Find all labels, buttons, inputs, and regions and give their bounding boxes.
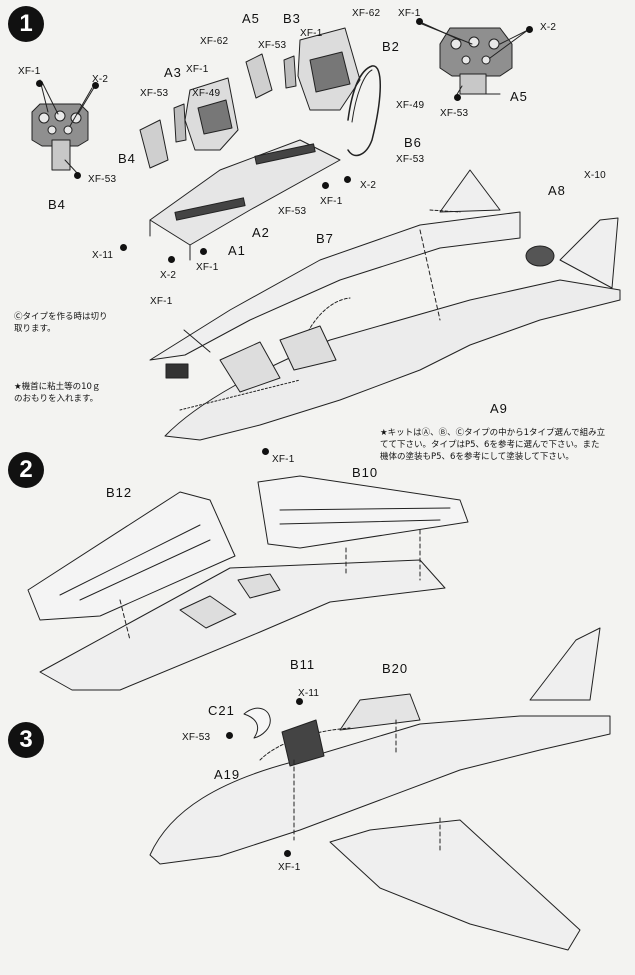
label-a5-panel: A5 [510, 89, 528, 104]
instrument-panel-b4 [31, 79, 96, 175]
label-xf53-d: XF-53 [396, 154, 425, 165]
label-xf49-a: XF-49 [192, 88, 221, 99]
paint-marker [262, 448, 269, 455]
paint-marker [120, 244, 127, 251]
label-xf53-panel: XF-53 [440, 108, 469, 119]
step-number-2: 2 [8, 452, 44, 488]
label-xf1-panel: XF-1 [398, 8, 421, 19]
label-b12: B12 [106, 485, 133, 500]
note-kit-line3: 機体の塗装もP5、6を参考にして塗装して下さい。 [380, 452, 574, 462]
label-x11: X-11 [92, 250, 114, 261]
label-xf62-top: XF-62 [352, 8, 381, 19]
label-a1: A1 [228, 243, 246, 258]
label-b2: B2 [382, 39, 400, 54]
paint-marker [296, 698, 303, 705]
label-xf1-a: XF-1 [18, 66, 41, 77]
label-xf53-step3: XF-53 [182, 732, 211, 743]
paint-marker [454, 94, 461, 101]
label-xf49-b: XF-49 [396, 100, 425, 111]
label-b11: B11 [290, 657, 316, 672]
paint-marker [92, 82, 99, 89]
wing-upper-b12 [27, 491, 236, 621]
label-xf1-d: XF-1 [320, 196, 343, 207]
paint-marker [344, 176, 351, 183]
label-b4-part: B4 [118, 151, 136, 166]
label-b6: B6 [404, 135, 422, 150]
paint-marker [322, 182, 329, 189]
label-c21: C21 [208, 703, 235, 718]
label-b4-main: B4 [48, 197, 66, 212]
fuselage-step1 [149, 169, 621, 441]
ejection-seat-front [184, 77, 239, 151]
label-b10: B10 [352, 465, 379, 480]
label-x2-panel: X-2 [540, 22, 557, 33]
note-kit-line2: てて下さい。タイプはP5、6を参考に選んで下さい。また [380, 440, 600, 450]
note-c-type-line1: Ⓒタイプを作る時は切り [14, 312, 108, 322]
label-x2-c: X-2 [360, 180, 377, 191]
instrument-panel-a5 [419, 21, 529, 97]
wing-lower-b11 [39, 559, 446, 691]
label-xf62-mid: XF-62 [200, 36, 229, 47]
step2-guide-lines [119, 529, 421, 641]
label-xf1-b: XF-1 [300, 28, 323, 39]
paint-marker [416, 18, 423, 25]
label-xf53-a: XF-53 [88, 174, 117, 185]
label-xf53-b: XF-53 [258, 40, 287, 51]
paint-marker [526, 26, 533, 33]
label-b20: B20 [382, 661, 409, 676]
side-consoles [139, 53, 297, 169]
label-a3: A3 [164, 65, 182, 80]
note-kit-line1: ★キットはⒶ、Ⓑ、Ⓒタイプの中から1タイプ選んで組み立 [380, 428, 606, 438]
label-x2-a: X-2 [92, 74, 109, 85]
note-nose-weight-line2: のおもりを入れます。 [14, 394, 99, 404]
label-xf1-c: XF-1 [186, 64, 209, 75]
paint-marker [284, 850, 291, 857]
label-x2-d: X-2 [160, 270, 177, 281]
label-a8: A8 [548, 183, 566, 198]
paint-marker [200, 248, 207, 255]
cockpit-tub [149, 139, 341, 261]
label-xf1-g: XF-1 [272, 454, 295, 465]
label-b7: B7 [316, 231, 334, 246]
label-xf1-f: XF-1 [150, 296, 173, 307]
label-a5: A5 [242, 11, 260, 26]
step-number-1: 1 [8, 6, 44, 42]
label-a19: A19 [214, 767, 241, 782]
label-x10: X-10 [584, 170, 606, 181]
paint-marker [74, 172, 81, 179]
label-b3: B3 [283, 11, 301, 26]
label-x11-step3: X-11 [298, 688, 320, 699]
ejection-seat-rear [297, 27, 361, 111]
note-nose-weight-line1: ★機首に粘土等の10ｇ [14, 382, 101, 392]
label-xf1-e: XF-1 [196, 262, 219, 273]
canopy-frame-b6 [347, 65, 381, 157]
note-c-type-line2: 取ります。 [14, 324, 56, 334]
step-number-3: 3 [8, 722, 44, 758]
label-a2: A2 [252, 225, 270, 240]
paint-marker [36, 80, 43, 87]
paint-marker [168, 256, 175, 263]
label-xf53-e: XF-53 [278, 206, 307, 217]
label-a9: A9 [490, 401, 508, 416]
label-xf53-c: XF-53 [140, 88, 169, 99]
aircraft-step3 [149, 627, 611, 951]
wing-upper-b10 [257, 475, 469, 549]
label-xf1-step3: XF-1 [278, 862, 301, 873]
paint-marker [226, 732, 233, 739]
